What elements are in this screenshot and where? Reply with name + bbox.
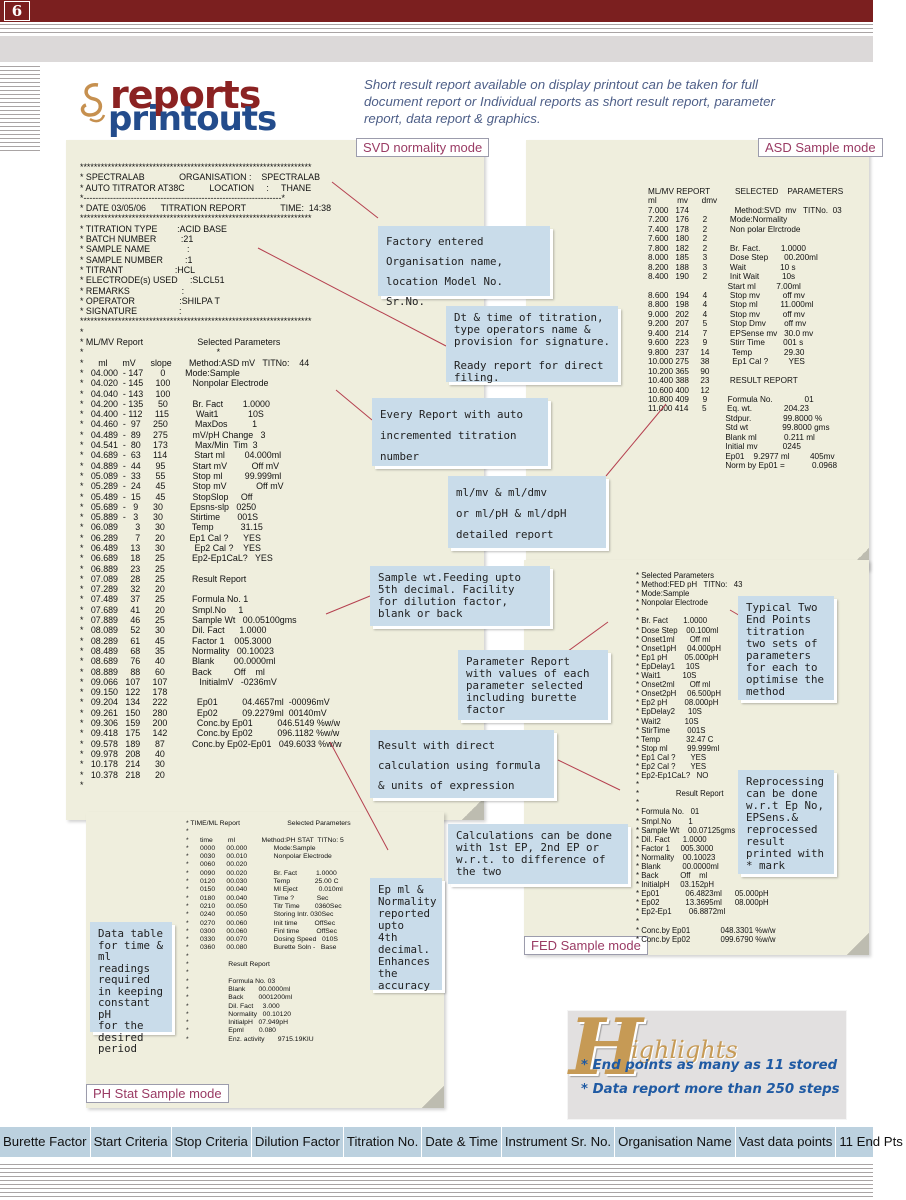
feature-item: Organisation Name <box>615 1127 736 1157</box>
footer-stripes <box>0 1164 873 1198</box>
feature-item: Date & Time <box>422 1127 502 1157</box>
callout-calculations: Calculations can be done with 1st EP, 2n… <box>448 824 628 884</box>
page-number: 6 <box>4 1 30 21</box>
callout-parameter-report: Parameter Report with values of each par… <box>458 650 608 720</box>
feature-item: Burette Factor <box>0 1127 91 1157</box>
swirl-icon <box>80 83 106 123</box>
page-fold <box>847 933 869 955</box>
callout-date-time: Dt & time of titration, type operators n… <box>446 306 618 384</box>
feature-item: Start Criteria <box>91 1127 172 1157</box>
highlights-word: ighlights <box>631 1036 738 1064</box>
callout-mlmv-report: ml/mv & ml/dmv or ml/pH & ml/dpH detaile… <box>448 476 606 548</box>
callout-direct-result: Result with direct calculation using for… <box>370 730 554 798</box>
page-fold <box>462 798 484 820</box>
asd-report-text: ML/MV REPORT SELECTED PARAMETERS ml mv d… <box>648 187 844 471</box>
ph-report-text: * TIME/ML Report Selected Parameters * *… <box>186 820 351 1043</box>
callout-ep-ml: Ep ml & Normality reported upto 4th deci… <box>370 878 442 992</box>
ph-label: PH Stat Sample mode <box>86 1084 229 1103</box>
fed-label: FED Sample mode <box>524 936 648 955</box>
feature-item: 11 End Pts <box>839 1134 903 1149</box>
feature-bar: Burette Factor Start Criteria Stop Crite… <box>0 1127 903 1157</box>
fed-report-text: * Selected Parameters * Method:FED pH TI… <box>636 571 776 944</box>
feature-item: Stop Criteria <box>172 1127 252 1157</box>
intro-text: Short result report available on display… <box>364 77 775 126</box>
highlights-letter: H <box>569 1002 643 1093</box>
callout-two-end-points: Typical Two End Points titration two set… <box>738 596 834 700</box>
callout-factory-entered: Factory entered Organisation name, locat… <box>378 226 550 308</box>
highlight-item: * Data report more than 250 steps <box>581 1082 840 1097</box>
feature-item: Dilution Factor <box>252 1127 344 1157</box>
feature-item: Titration No. <box>344 1127 423 1157</box>
svd-report-text: ****************************************… <box>80 162 342 790</box>
page-fold <box>422 1086 444 1108</box>
logo-line1: reports <box>110 73 261 117</box>
header-band <box>0 36 873 62</box>
top-bar: 6 <box>0 0 873 22</box>
callout-reprocessing: Reprocessing can be done w.r.t Ep No, EP… <box>738 770 834 874</box>
callout-data-table: Data table for time & ml readings requir… <box>90 922 172 1054</box>
feature-item: Vast data points <box>736 1127 837 1157</box>
highlight-item: * End points as many as 11 stored <box>581 1058 838 1073</box>
highlights-box: H ighlights * End points as many as 11 s… <box>567 1002 847 1120</box>
header-stripes <box>0 24 873 34</box>
callout-sample-weight: Sample wt.Feeding upto 5th decimal. Faci… <box>370 566 550 626</box>
callout-auto-increment: Every Report with auto incremented titra… <box>372 398 548 466</box>
asd-label: ASD Sample mode <box>758 138 883 157</box>
svd-label: SVD normality mode <box>356 138 490 157</box>
logo-line2: printouts <box>108 99 277 139</box>
feature-item: Instrument Sr. No. <box>502 1127 616 1157</box>
side-stripes <box>0 66 40 154</box>
reports-printouts-logo: reports printouts <box>70 73 277 139</box>
